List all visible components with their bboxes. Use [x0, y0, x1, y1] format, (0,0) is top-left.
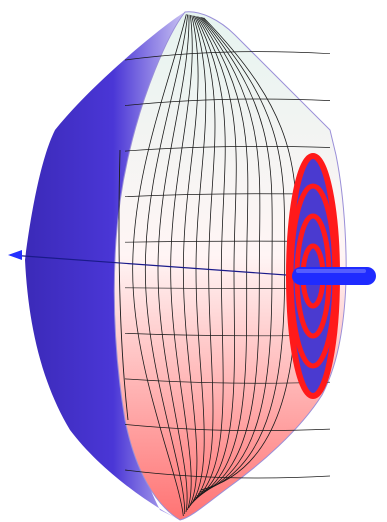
parallel-line — [124, 51, 331, 61]
parallel-line — [124, 424, 331, 431]
meridian-line — [132, 14, 187, 517]
shadow-side-surface — [25, 12, 185, 520]
meridian-line — [157, 14, 190, 513]
axis-line — [9, 254, 301, 277]
meridian-line — [189, 15, 207, 507]
front-surface — [113, 11, 347, 521]
meridian-line — [182, 15, 199, 509]
meridian-line — [196, 16, 261, 497]
meridian-line — [197, 16, 273, 495]
axis-arrow — [292, 267, 376, 285]
silhouette-crease-line — [118, 149, 129, 421]
parallel-line — [124, 469, 331, 479]
meridian-line — [193, 16, 237, 501]
parallel-line — [124, 98, 331, 106]
meridian-line — [144, 14, 189, 515]
meridian-line — [170, 15, 193, 511]
meridian-line — [195, 16, 249, 499]
axis-tail-arrow-icon — [8, 250, 22, 260]
parallel-line — [124, 145, 331, 152]
axis-shaft-highlight — [296, 269, 366, 273]
